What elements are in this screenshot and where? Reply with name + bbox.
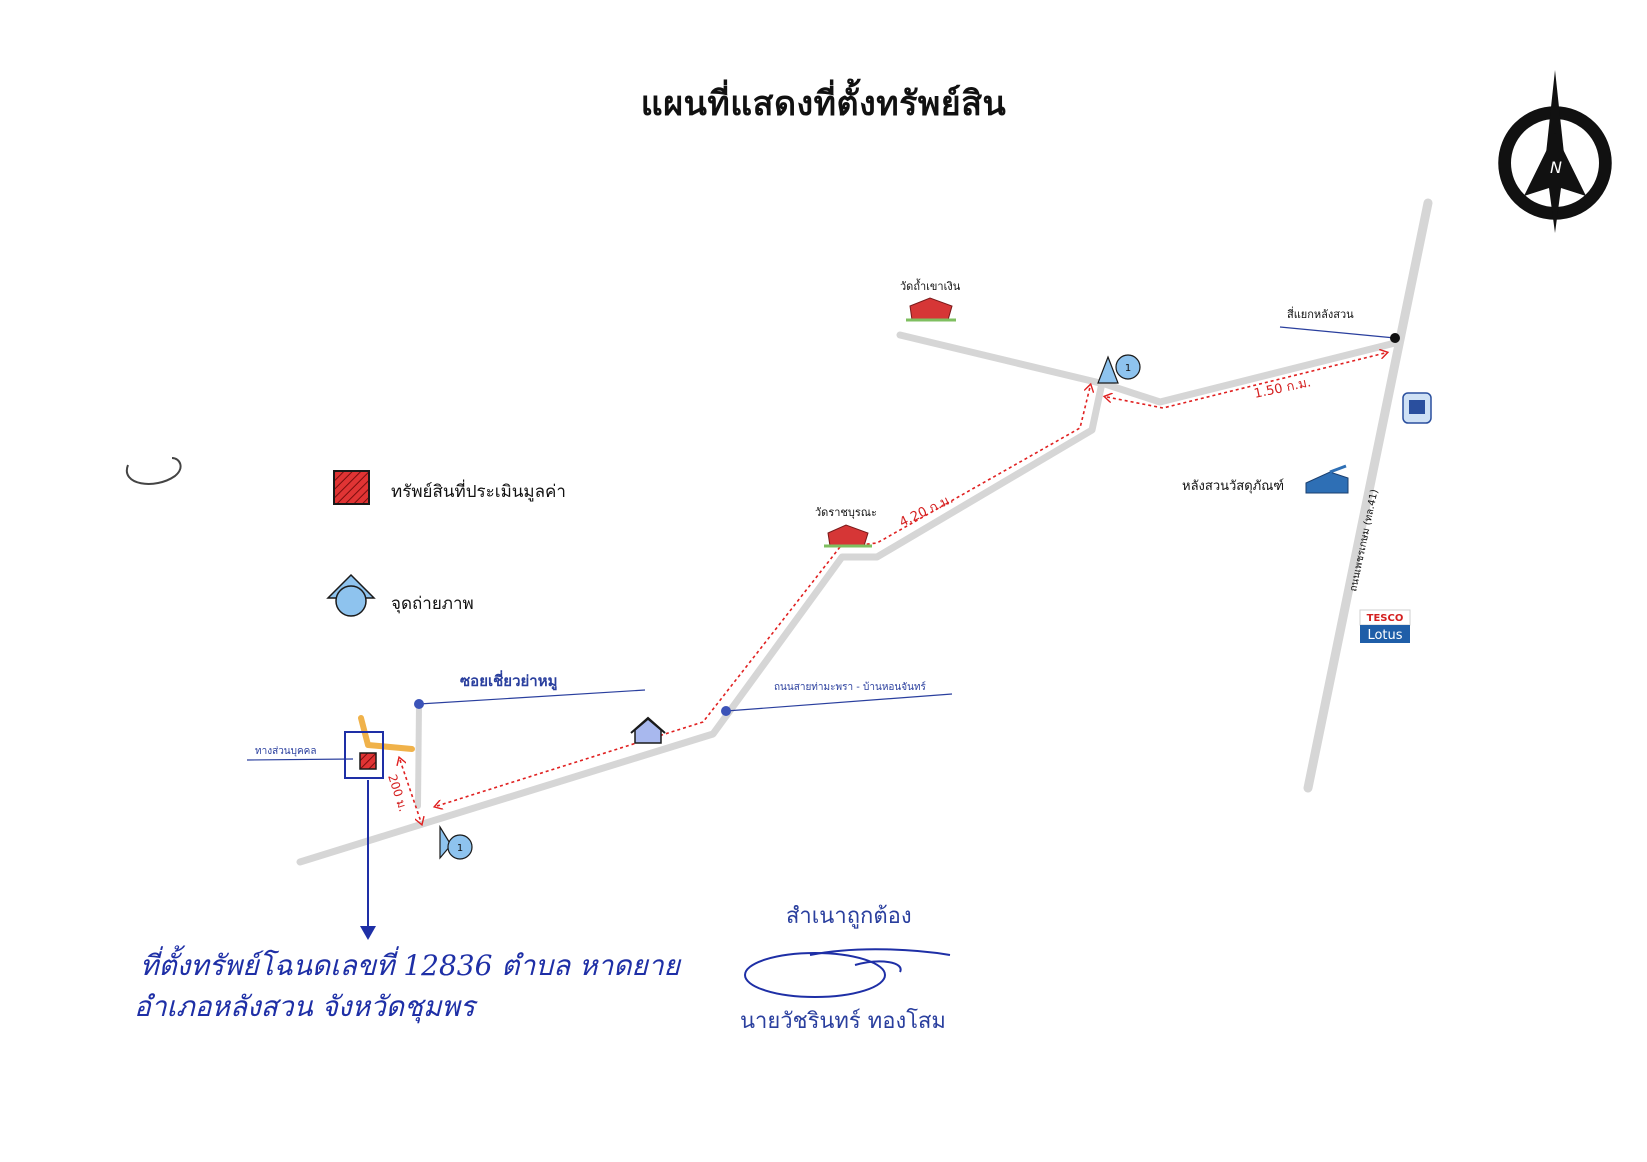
route-dotted <box>400 353 1385 822</box>
handwritten-note-line1: ที่ตั้งทรัพย์โฉนดเลขที่ 12836 ตำบล หาดยา… <box>140 949 680 982</box>
wat-tham-branch-road <box>896 331 1104 387</box>
tesco-logo-text: TESCO <box>1367 613 1404 624</box>
warehouse-icon <box>1305 464 1349 494</box>
private-access <box>358 715 415 752</box>
main-road-pin <box>721 706 731 716</box>
photo-point-marker-2[interactable]: 1 <box>439 824 473 860</box>
highway-road <box>1303 198 1433 793</box>
landmark-label-wat-rat: วัดราชบุรณะ <box>815 506 877 519</box>
property-marker[interactable] <box>344 731 384 940</box>
certified-copy-text: สำเนาถูกต้อง <box>786 904 912 929</box>
soi-road <box>415 701 422 809</box>
landmark-label-private-road: ทางส่วนบุคคล <box>255 746 317 757</box>
signatory-name: นายวัชรินทร์ ทองโสม <box>740 1009 946 1034</box>
tesco-lotus-logo-icon: TESCO Lotus <box>1359 609 1411 643</box>
legend-photo-point-label: จุดถ่ายภาพ <box>391 594 474 614</box>
house-icon <box>630 716 666 744</box>
signature <box>744 948 951 998</box>
road-label-soi: ซอยเชี่ยวย่าหมู <box>460 670 558 691</box>
leader-lines <box>246 326 1396 761</box>
legend-property-label: ทรัพย์สินที่ประเมินมูลค่า <box>391 482 566 502</box>
landmark-label-intersection: สี่แยกหลังสวน <box>1287 306 1354 321</box>
photo-point-number-2: 1 <box>457 843 463 854</box>
road-label-main: ถนนสายท่ามะพรา - บ้านหอนจันทร์ <box>774 681 927 693</box>
temple-icon-wat-rat <box>824 524 872 548</box>
legend-property-icon <box>333 470 370 505</box>
legend-photo-point-icon <box>326 573 376 617</box>
north-arrow-compass: N <box>1498 70 1612 233</box>
lotus-logo-text: Lotus <box>1367 628 1402 643</box>
photo-point-marker-1[interactable]: 1 <box>1097 352 1141 385</box>
handwritten-note-line2: อำเภอหลังสวน จังหวัดชุมพร <box>134 990 475 1023</box>
landmark-label-wat-tham: วัดถ้ำเขาเงิน <box>900 278 961 293</box>
route-line-highway <box>1107 353 1385 409</box>
temple-icon-wat-tham <box>906 297 956 322</box>
compass-north-label: N <box>1550 158 1562 177</box>
route-line-main <box>437 387 1090 806</box>
photo-point-number-1: 1 <box>1125 363 1131 374</box>
stray-pen-mark <box>125 457 182 485</box>
route-line-soi <box>400 760 421 822</box>
intersection-pin <box>1390 333 1400 343</box>
soi-pin <box>414 699 424 709</box>
page-title: แผนที่แสดงที่ตั้งทรัพย์สิน <box>640 84 1007 124</box>
landmark-label-hardware: หลังสวนวัสดุภัณฑ์ <box>1182 478 1284 494</box>
bank-logo-icon <box>1402 392 1432 424</box>
